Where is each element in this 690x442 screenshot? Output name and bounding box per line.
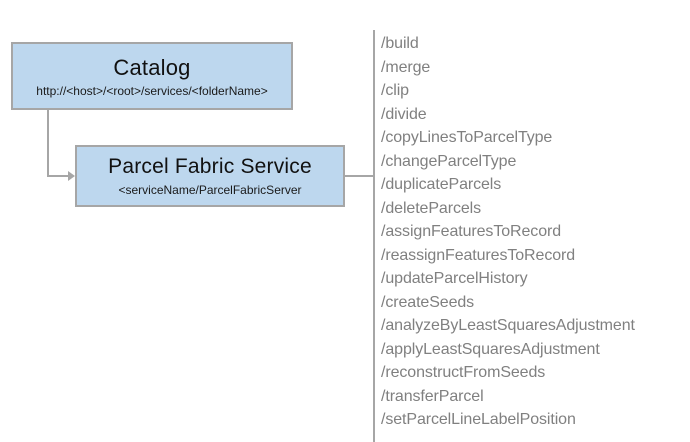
- parcel-fabric-service-node: Parcel Fabric Service <serviceName/Parce…: [75, 145, 345, 207]
- operation-item[interactable]: /applyLeastSquaresAdjustment: [381, 340, 600, 358]
- connector-vertical-catalog-to-service: [47, 110, 49, 177]
- connector-service-to-operations: [345, 175, 374, 177]
- catalog-node-title: Catalog: [113, 55, 191, 80]
- operation-item[interactable]: /updateParcelHistory: [381, 270, 528, 287]
- operation-item[interactable]: /analyzeByLeastSquaresAdjustment: [381, 317, 635, 334]
- operations-list: /build/merge/clip/divide/copyLinesToParc…: [381, 32, 686, 432]
- parcel-fabric-service-title: Parcel Fabric Service: [108, 155, 312, 178]
- operation-item[interactable]: /changeParcelType: [381, 152, 517, 170]
- operation-item[interactable]: /deleteParcels: [381, 199, 481, 217]
- operation-item[interactable]: /build: [381, 35, 419, 52]
- operation-item[interactable]: /assignFeaturesToRecord: [381, 223, 562, 240]
- parcel-fabric-service-path: <serviceName/ParcelFabricServer: [118, 183, 302, 197]
- operation-item[interactable]: /copyLinesToParcelType: [381, 129, 553, 146]
- operation-item[interactable]: /reconstructFromSeeds: [381, 364, 546, 381]
- operation-item[interactable]: /createSeeds: [381, 293, 475, 311]
- operation-item[interactable]: /merge: [381, 58, 431, 76]
- catalog-node: Catalog http://<host>/<root>/services/<f…: [11, 42, 293, 110]
- operation-item[interactable]: /duplicateParcels: [381, 176, 502, 193]
- operation-item[interactable]: /reassignFeaturesToRecord: [381, 246, 576, 264]
- catalog-node-url: http://<host>/<root>/services/<folderNam…: [36, 84, 268, 98]
- operation-item[interactable]: /divide: [381, 105, 427, 123]
- connector-horizontal-catalog-to-service: [47, 175, 72, 177]
- operation-item[interactable]: /setParcelLineLabelPosition: [381, 411, 576, 428]
- arrowhead-icon: [68, 171, 75, 181]
- operation-item[interactable]: /clip: [381, 82, 409, 99]
- operations-divider: [373, 30, 375, 442]
- operation-item[interactable]: /transferParcel: [381, 387, 484, 405]
